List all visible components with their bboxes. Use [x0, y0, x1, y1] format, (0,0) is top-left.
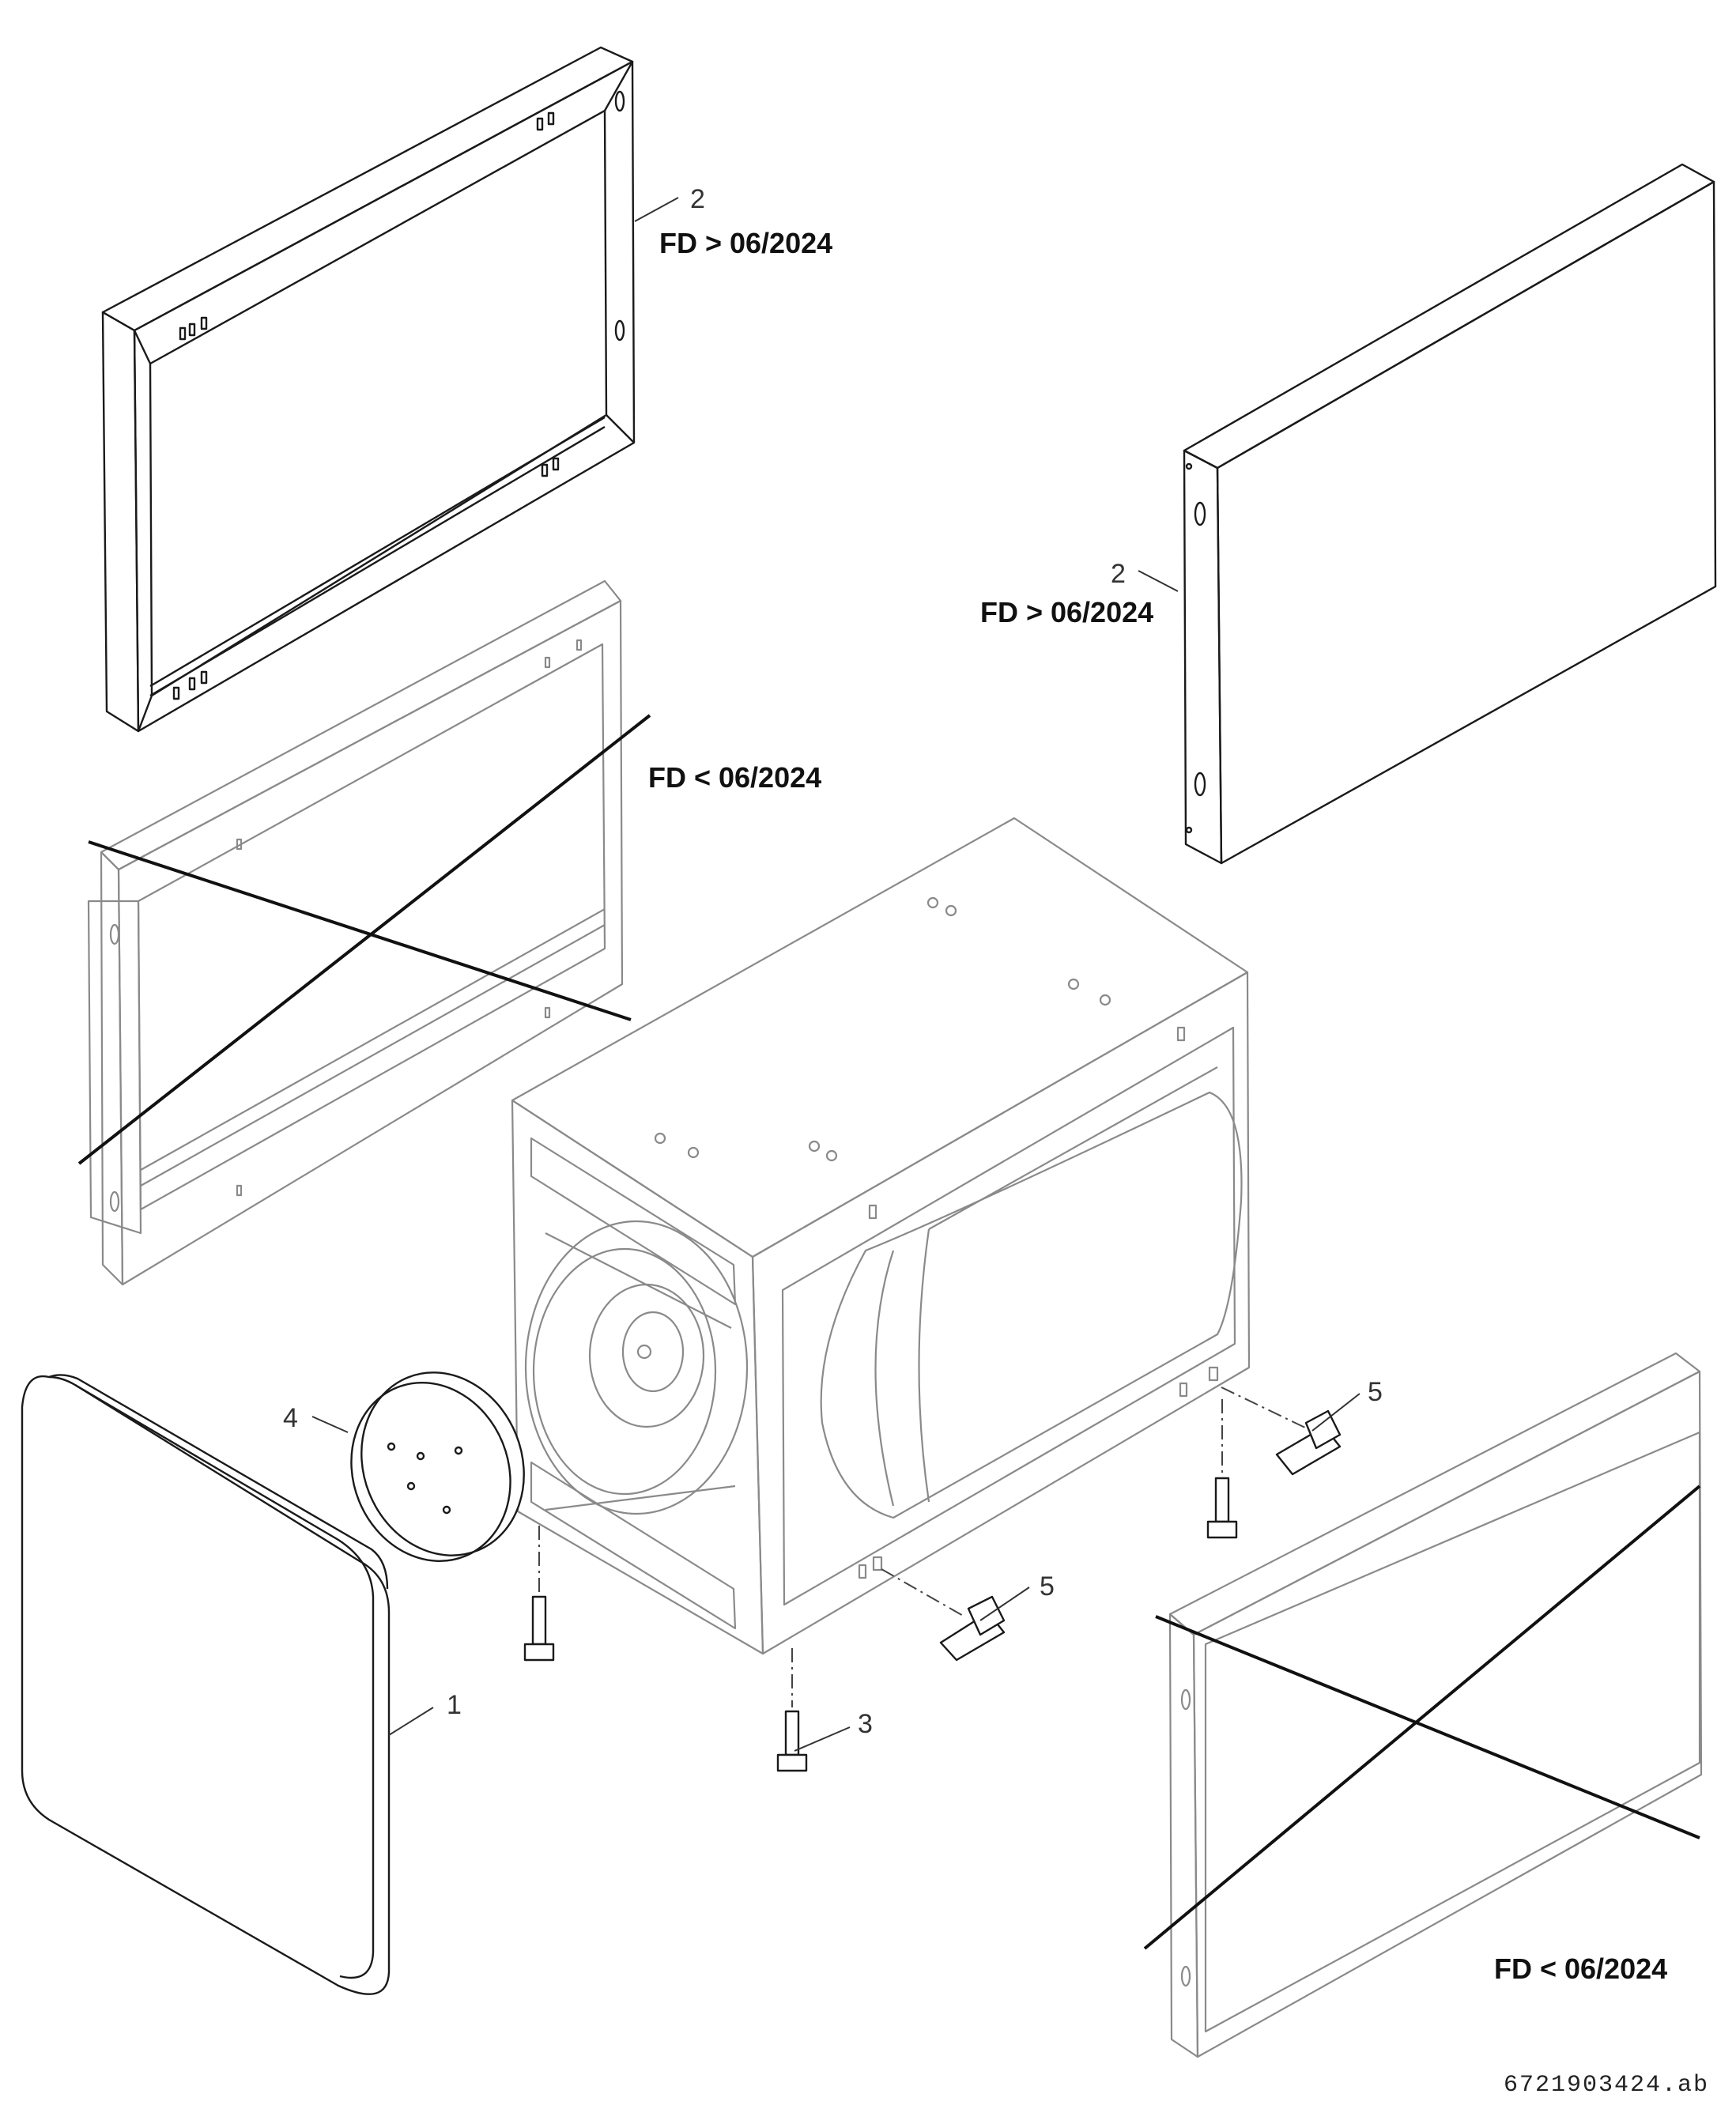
panel-new-right	[1183, 163, 1717, 865]
filter-part-4	[350, 1371, 525, 1562]
frame-obsolete-left	[87, 579, 624, 1286]
screw-feet-part-3	[523, 1399, 1238, 1772]
front-panel-part-1	[21, 1374, 391, 1995]
clips-part-5	[881, 1387, 1342, 1662]
callout-1: 1	[447, 1690, 462, 1720]
callout-2-right: 2	[1111, 559, 1126, 589]
document-id: 6721903424.ab	[1504, 2072, 1709, 2099]
fan-assembly	[524, 1220, 749, 1515]
main-unit-housing	[511, 817, 1251, 1655]
fd-label-new-right: FD > 06/2024	[980, 596, 1153, 628]
callout-5-right: 5	[1368, 1377, 1383, 1407]
callout-2-top: 2	[690, 184, 705, 214]
fd-label-old-left: FD < 06/2024	[648, 761, 821, 794]
frame-new-top-left	[101, 46, 636, 733]
fd-label-old-right: FD < 06/2024	[1494, 1952, 1667, 1985]
callout-3: 3	[858, 1709, 873, 1739]
obsolete-cross-right	[1143, 1485, 1701, 1950]
obsolete-cross-left	[77, 714, 651, 1165]
leader-lines	[311, 197, 1360, 1752]
callout-5-left: 5	[1040, 1571, 1055, 1602]
callout-4: 4	[283, 1403, 298, 1433]
fd-label-new-top: FD > 06/2024	[659, 227, 832, 259]
